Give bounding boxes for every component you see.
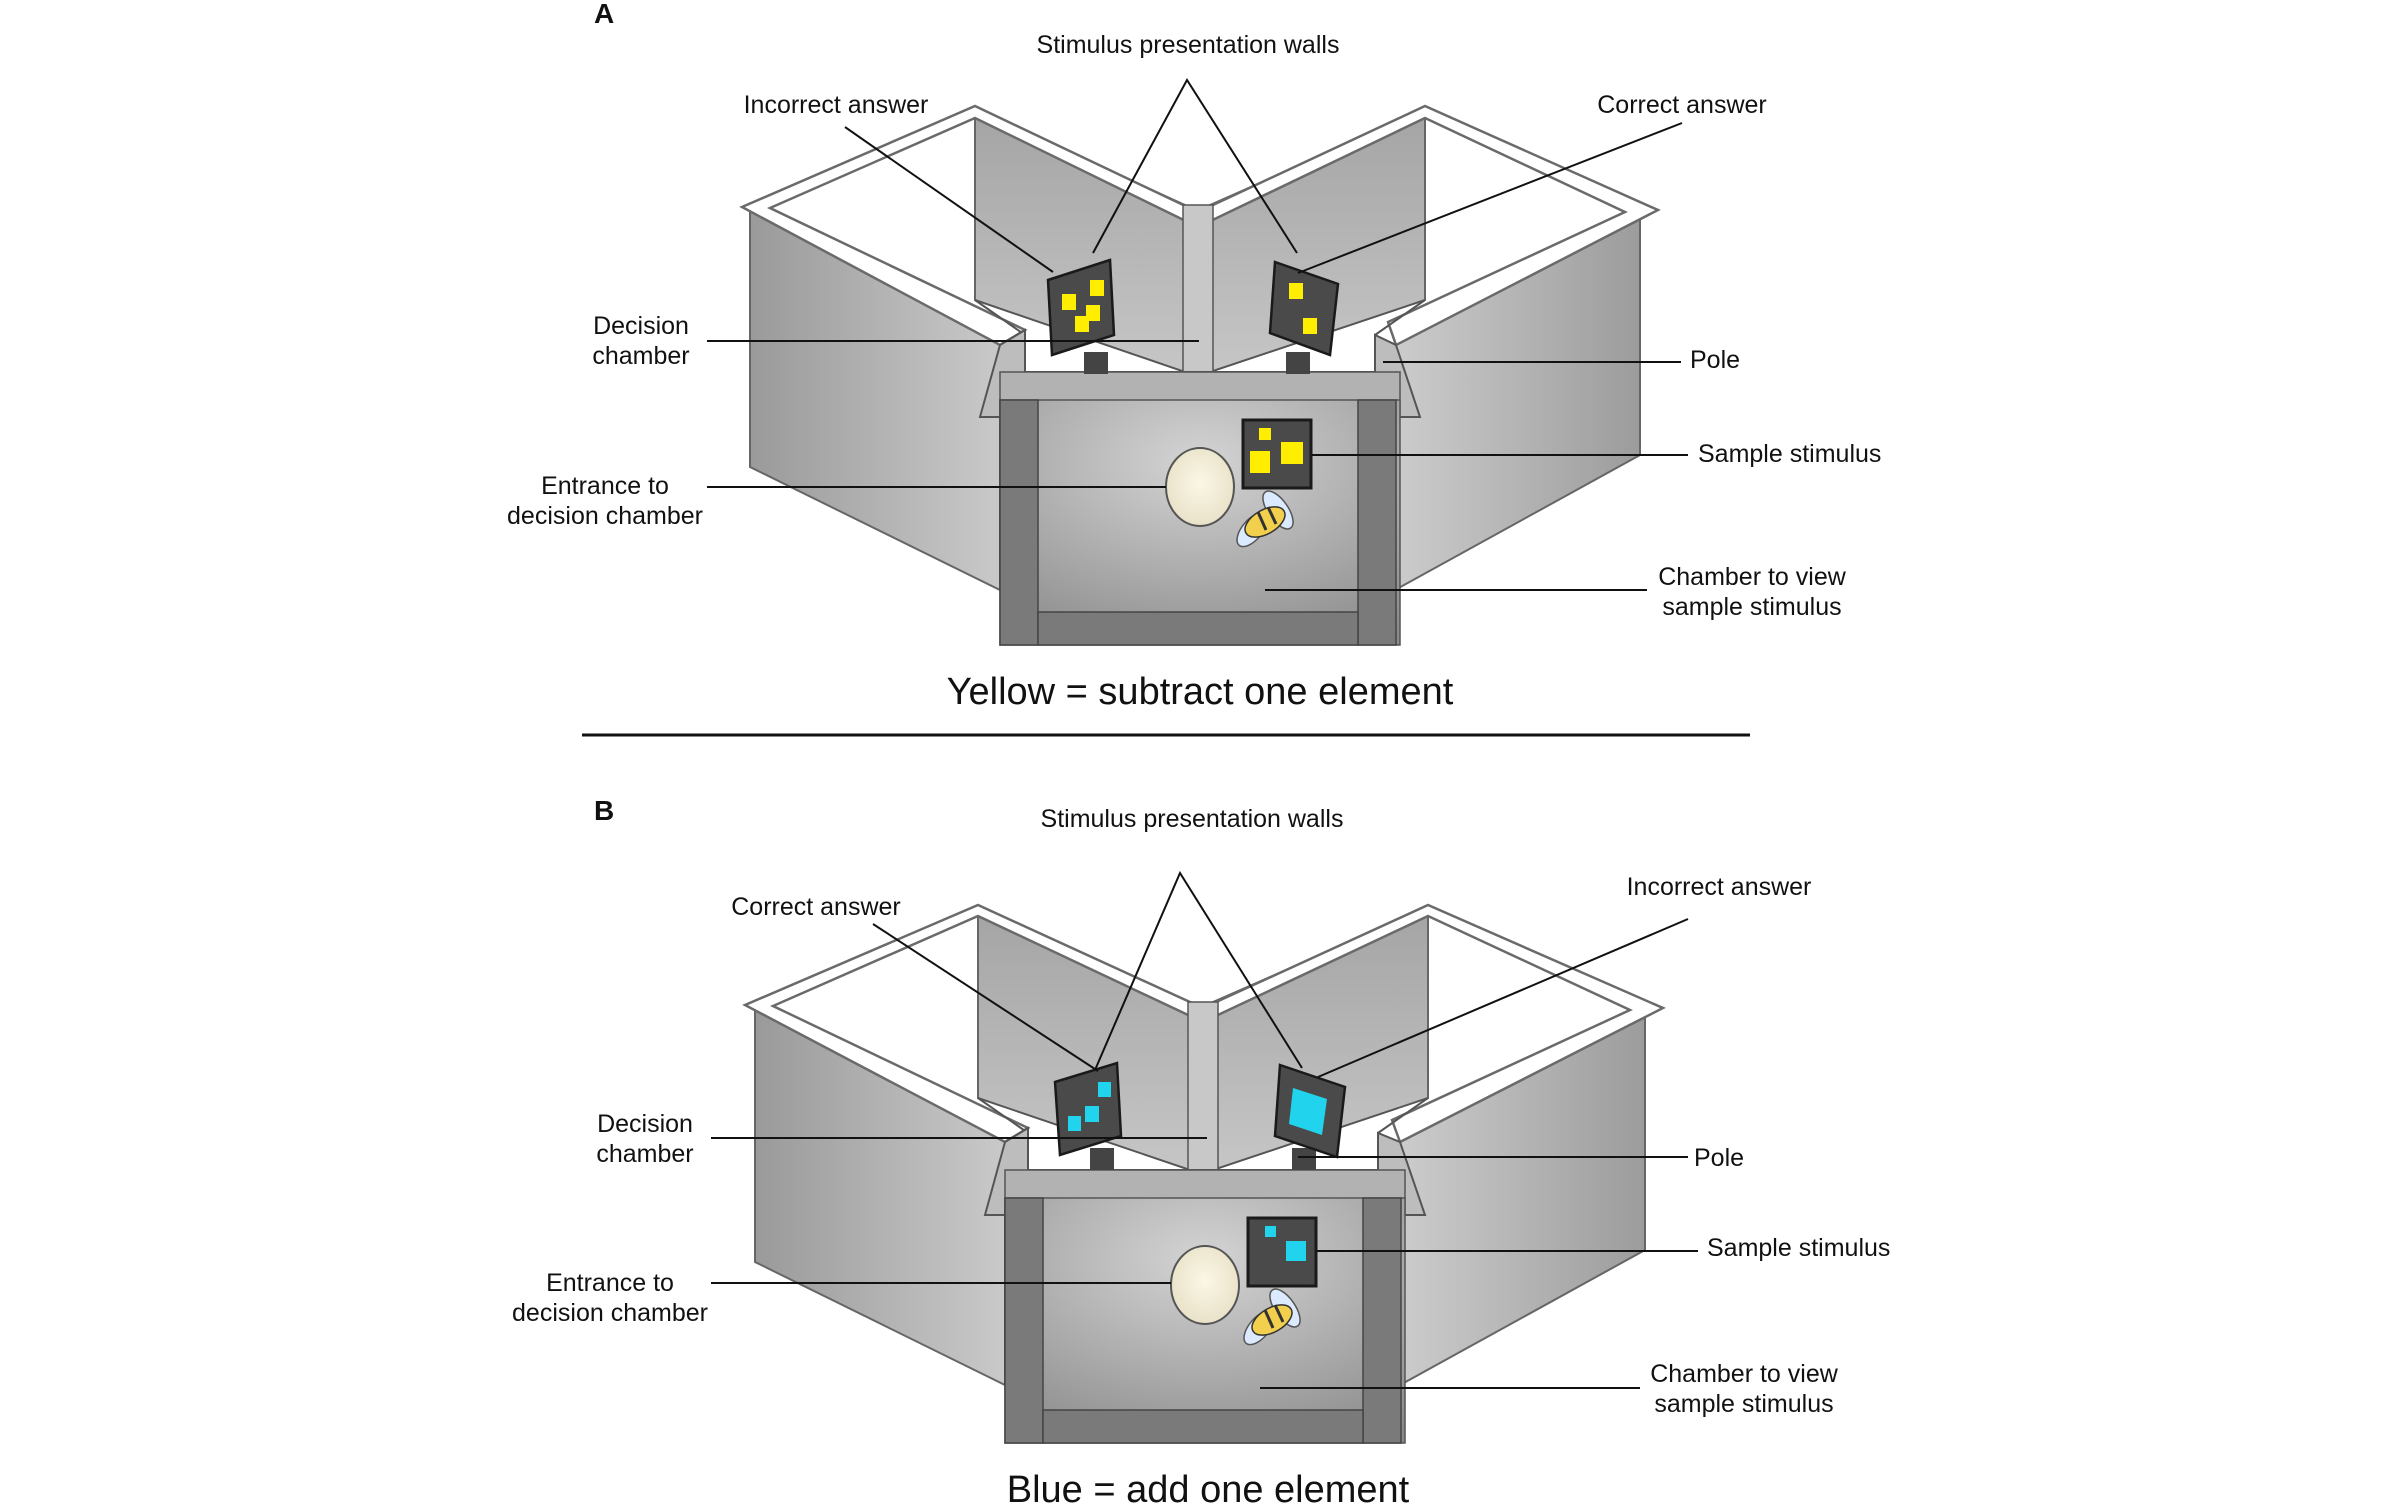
decision-label-line2: chamber	[592, 342, 689, 370]
left-floor-line	[974, 299, 1026, 336]
stimulus-element	[1068, 1116, 1081, 1131]
walls-leader	[1094, 870, 1303, 1071]
left-answer-leader	[872, 923, 1099, 1072]
panel-b: B Stimulus presentation walls Correct an…	[512, 795, 1890, 1505]
panel-a: A Stimulus presentation walls Incorrect …	[507, 0, 1881, 713]
panel-letter: B	[594, 795, 614, 826]
left-post	[999, 399, 1039, 646]
walls-label: Stimulus presentation walls	[1041, 805, 1344, 833]
entrance-label-line2: decision chamber	[507, 502, 703, 530]
pole-label: Pole	[1690, 346, 1740, 374]
left-answer-leader	[844, 126, 1054, 273]
entrance-label-line1: Entrance to	[546, 1269, 674, 1297]
stimulus-element	[1281, 442, 1303, 464]
apparatus-a	[739, 104, 1661, 646]
entrance-label-line2: decision chamber	[512, 1299, 708, 1327]
stimulus-element	[1289, 283, 1303, 299]
stimulus-element	[1250, 451, 1270, 473]
left-pole	[1084, 352, 1108, 374]
right-pole	[1292, 1148, 1316, 1170]
sample-label: Sample stimulus	[1707, 1234, 1890, 1262]
right-answer-label: Correct answer	[1597, 91, 1767, 119]
caption: Yellow = subtract one element	[947, 671, 1454, 713]
view-label-line2: sample stimulus	[1654, 1390, 1833, 1418]
left-post	[1004, 1197, 1044, 1444]
right-stimulus-card	[1268, 260, 1340, 357]
stimulus-element	[1286, 1241, 1306, 1261]
walls-leader	[1092, 78, 1298, 254]
sample-stimulus-card	[1246, 1216, 1318, 1288]
right-answer-label: Incorrect answer	[1627, 873, 1812, 901]
view-label-line1: Chamber to view	[1658, 563, 1847, 591]
divider-wall	[1187, 1001, 1219, 1171]
rim-outline	[742, 903, 1666, 1144]
stimulus-element	[1085, 1106, 1099, 1122]
front-bottom-bar	[1042, 1409, 1364, 1444]
leader-lines-a	[707, 78, 1688, 591]
leader-lines-b	[711, 870, 1698, 1389]
decision-label-line1: Decision	[597, 1110, 693, 1138]
stimulus-element	[1289, 1088, 1327, 1135]
stimulus-element	[1303, 318, 1317, 334]
bee-icon	[1236, 490, 1294, 548]
view-label-line2: sample stimulus	[1662, 593, 1841, 621]
sample-stimulus-card	[1241, 418, 1313, 490]
view-label-line1: Chamber to view	[1650, 1360, 1839, 1388]
panel-letter: A	[594, 0, 614, 29]
right-stimulus-card	[1273, 1063, 1347, 1159]
entrance-hole	[1165, 447, 1235, 527]
stimulus-element	[1075, 316, 1089, 332]
right-answer-leader	[1317, 918, 1689, 1078]
left-answer-label: Correct answer	[731, 893, 901, 921]
stimulus-element	[1259, 428, 1271, 440]
right-post	[1362, 1197, 1402, 1444]
walls-label: Stimulus presentation walls	[1037, 31, 1340, 59]
right-floor-line	[1374, 299, 1426, 336]
stimulus-element	[1098, 1082, 1111, 1097]
stimulus-element	[1086, 305, 1100, 321]
left-answer-label: Incorrect answer	[744, 91, 929, 119]
front-bottom-bar	[1037, 611, 1359, 646]
stimulus-element	[1062, 294, 1076, 310]
bee-icon	[1243, 1288, 1301, 1346]
stimulus-element	[1090, 280, 1104, 296]
pole-label: Pole	[1694, 1144, 1744, 1172]
right-pole	[1286, 352, 1310, 374]
entrance-label-line1: Entrance to	[541, 472, 669, 500]
right-post	[1357, 399, 1397, 646]
left-stimulus-card	[1046, 258, 1116, 357]
entrance-hole	[1170, 1245, 1240, 1325]
divider-wall	[1182, 204, 1214, 373]
sample-label: Sample stimulus	[1698, 440, 1881, 468]
left-pole	[1090, 1148, 1114, 1170]
caption: Blue = add one element	[1007, 1469, 1410, 1505]
right-answer-leader	[1297, 122, 1683, 274]
stimulus-element	[1265, 1226, 1276, 1237]
right-floor-line	[1377, 1097, 1429, 1134]
left-floor-line	[977, 1097, 1029, 1134]
apparatus-b	[742, 903, 1666, 1444]
decision-label-line2: chamber	[596, 1140, 693, 1168]
decision-label-line1: Decision	[593, 312, 689, 340]
